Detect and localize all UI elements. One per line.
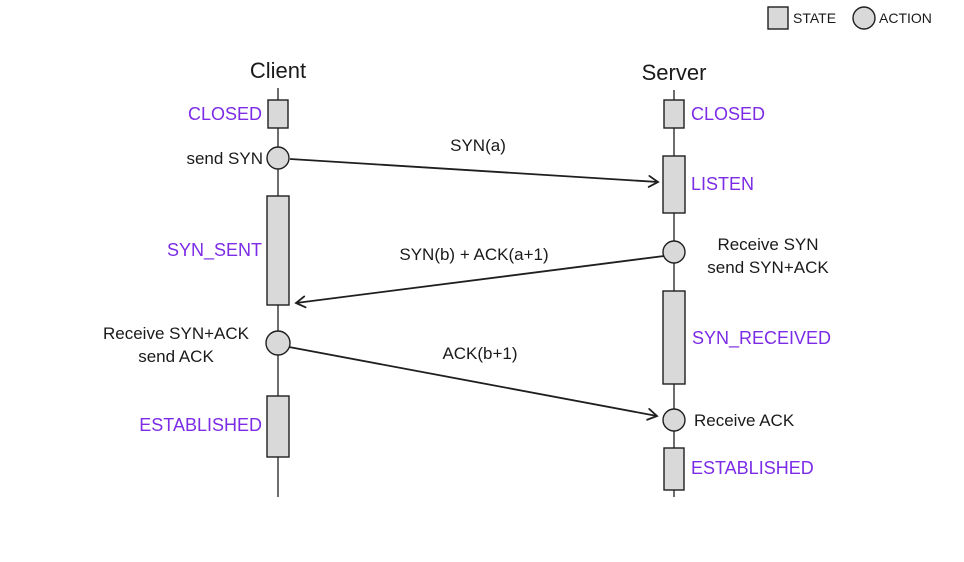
server-action-label-recv-syn-line2: send SYN+ACK [707, 258, 829, 277]
server-state-box-listen [662, 155, 686, 214]
client-column: CLOSED send SYN SYN_SENT Receive SYN+ACK… [103, 99, 291, 458]
server-state-box-established [663, 447, 685, 491]
message-arrow-synack [294, 255, 665, 309]
message-arrow-ack [288, 346, 659, 421]
message-arrow-syn [289, 158, 660, 188]
server-state-label-established: ESTABLISHED [691, 458, 814, 478]
server-title: Server [642, 60, 707, 85]
server-action-label-recv-ack: Receive ACK [694, 411, 795, 430]
legend-state-label: STATE [793, 10, 836, 26]
client-action-circle-recv-synack [265, 330, 291, 356]
server-state-box-closed [663, 99, 685, 129]
legend-state-swatch [767, 6, 789, 30]
message-label-synack: SYN(b) + ACK(a+1) [399, 245, 548, 264]
server-column: CLOSED LISTEN Receive SYN send SYN+ACK S… [662, 99, 831, 491]
message-label-syn: SYN(a) [450, 136, 506, 155]
client-state-box-syn-sent [266, 195, 290, 306]
server-state-box-syn-received [662, 290, 686, 385]
server-action-circle-recv-ack [662, 408, 686, 432]
legend-action-swatch [852, 6, 876, 30]
server-state-label-closed: CLOSED [691, 104, 765, 124]
client-state-label-syn-sent: SYN_SENT [167, 240, 262, 261]
client-state-label-closed: CLOSED [188, 104, 262, 124]
message-label-ack: ACK(b+1) [442, 344, 517, 363]
server-state-label-listen: LISTEN [691, 174, 754, 194]
client-action-label-recv-synack-line1: Receive SYN+ACK [103, 324, 250, 343]
legend-action-label: ACTION [879, 10, 932, 26]
client-state-box-established [266, 395, 290, 458]
client-action-circle-send-syn [266, 146, 290, 170]
client-state-label-established: ESTABLISHED [139, 415, 262, 435]
client-title: Client [250, 58, 306, 83]
server-state-label-syn-received: SYN_RECEIVED [692, 328, 831, 349]
legend: STATE ACTION [767, 6, 932, 30]
client-state-box-closed [267, 99, 289, 129]
client-action-label-recv-synack-line2: send ACK [138, 347, 214, 366]
server-action-label-recv-syn-line1: Receive SYN [717, 235, 818, 254]
client-action-label-send-syn: send SYN [186, 149, 263, 168]
server-action-circle-recv-syn [662, 240, 686, 264]
